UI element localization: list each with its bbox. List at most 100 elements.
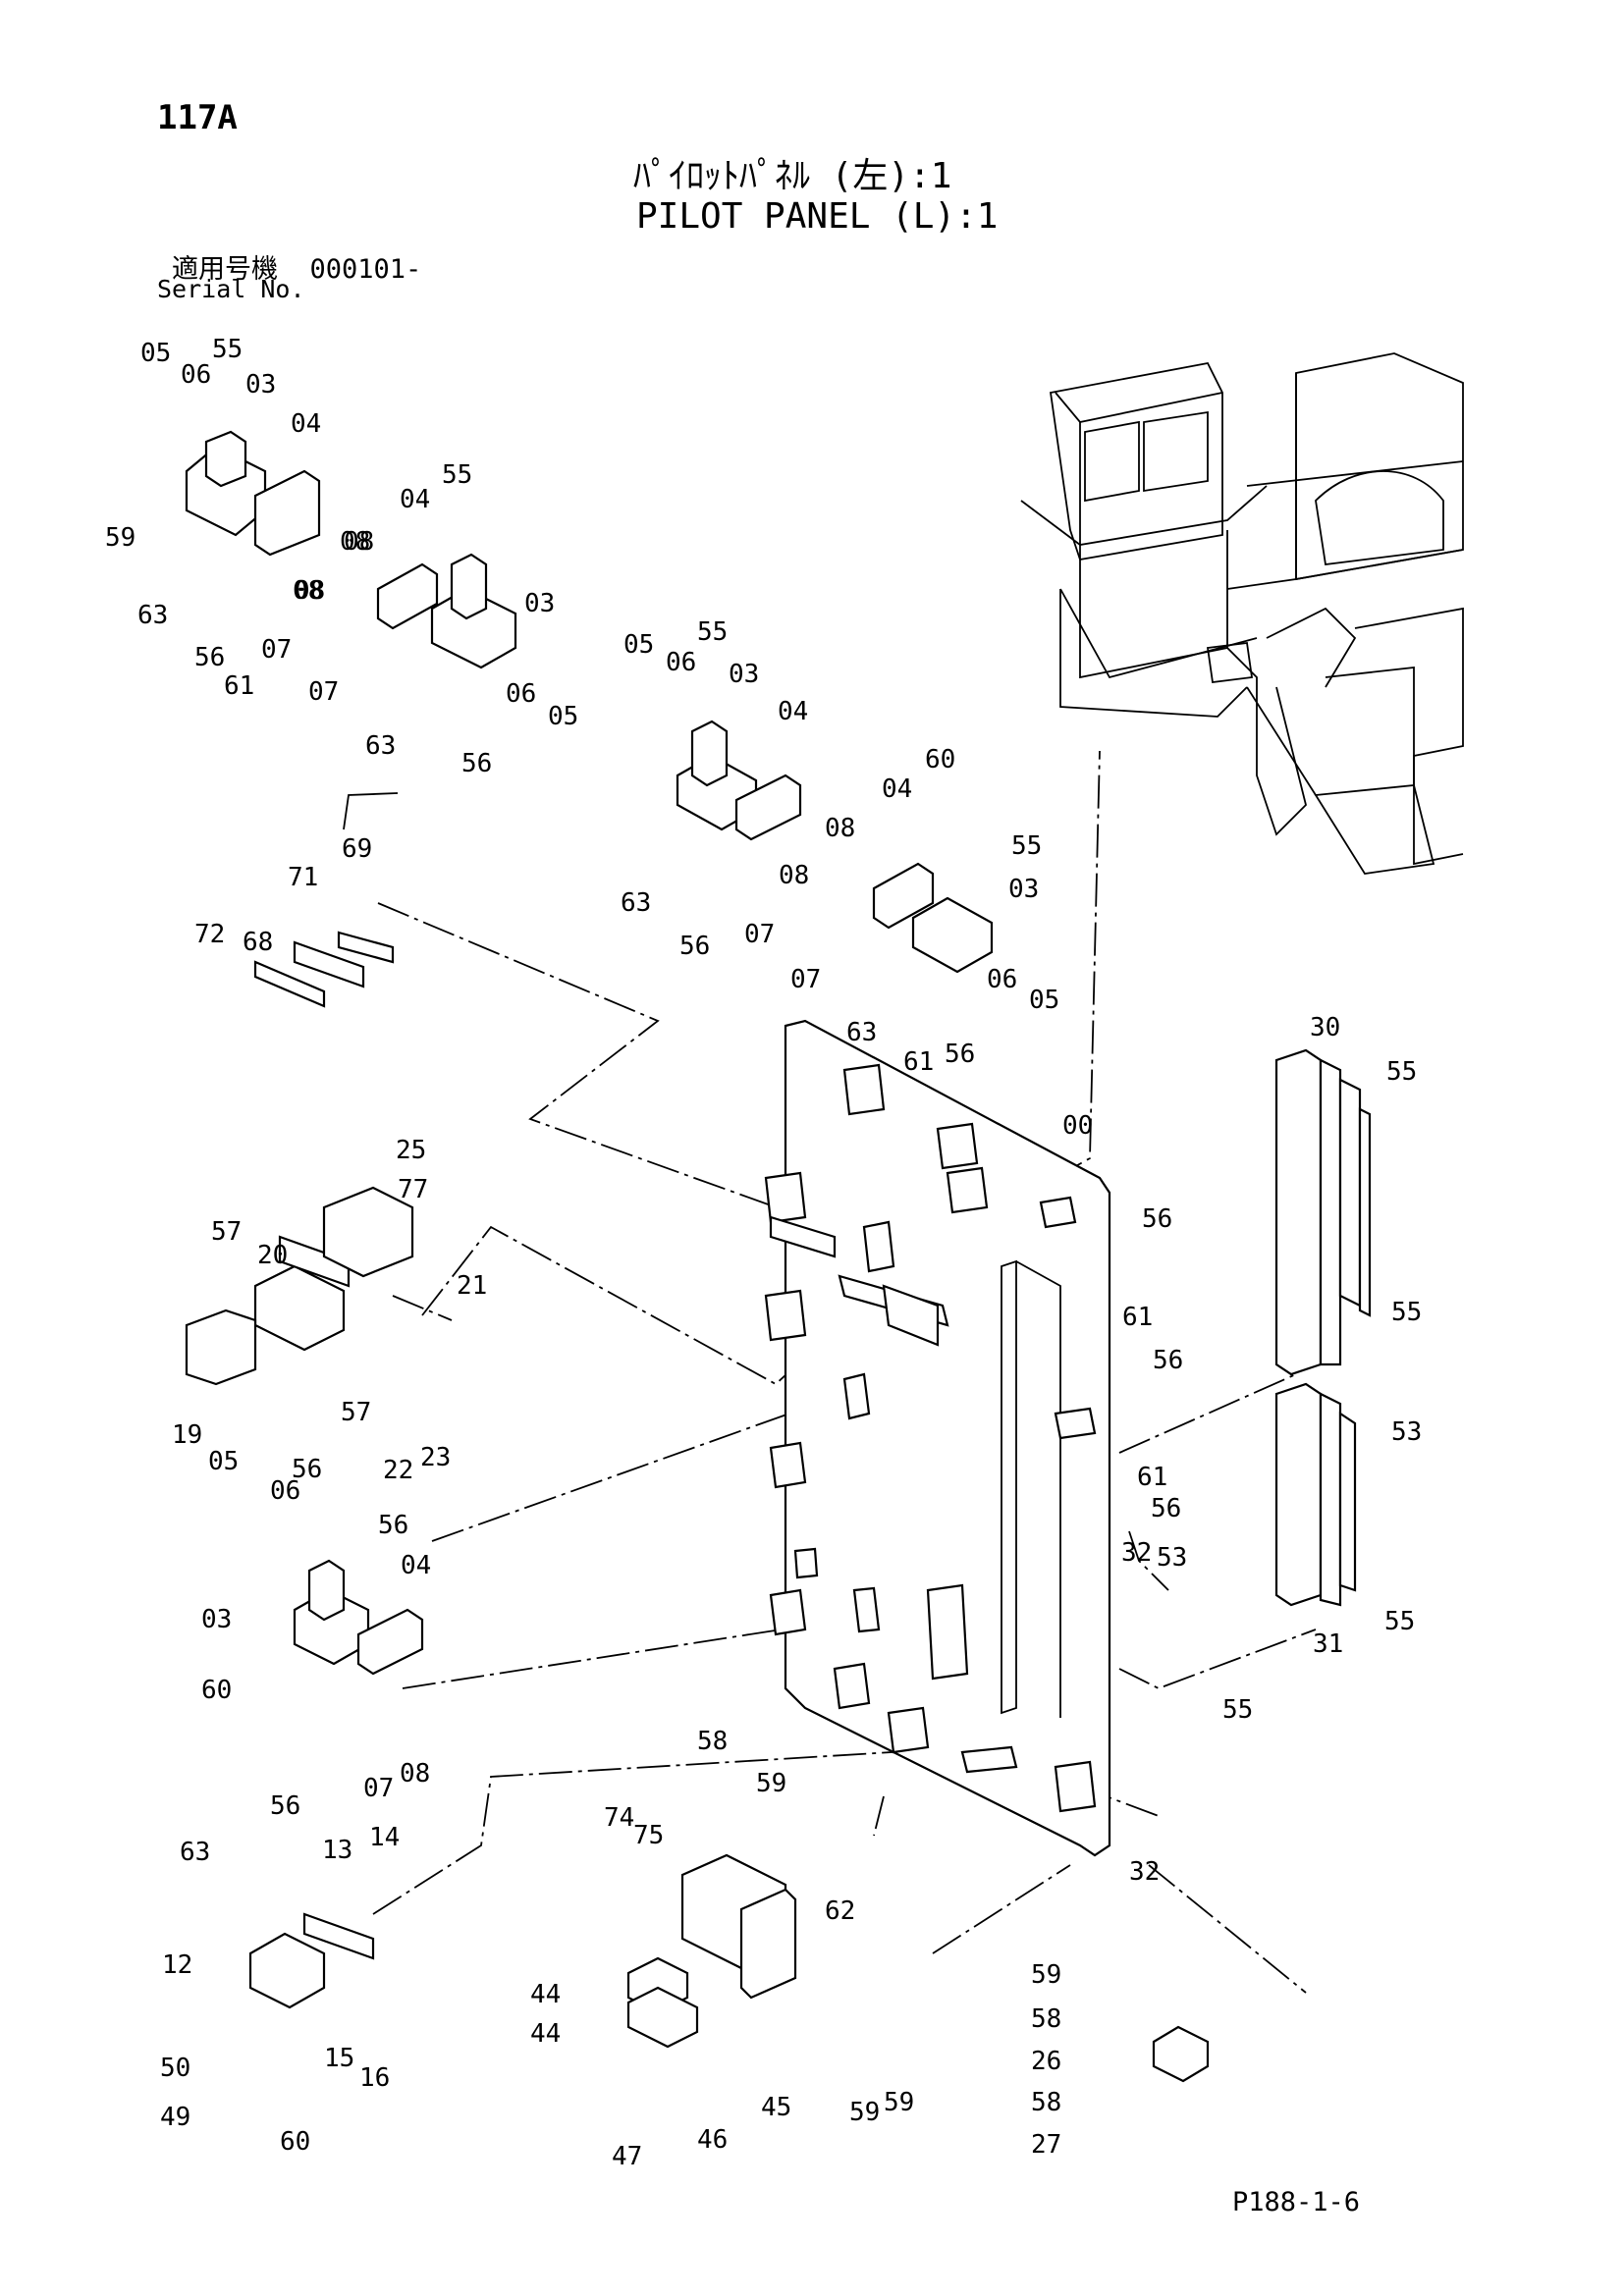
callout-04: 04 bbox=[291, 409, 321, 439]
callout-05: 05 bbox=[140, 339, 171, 368]
callout-05: 05 bbox=[548, 702, 578, 731]
callout-27: 27 bbox=[1031, 2130, 1061, 2160]
callout-08: 08 bbox=[340, 527, 370, 557]
serial-label-jp-text: 適用号機 bbox=[172, 254, 278, 285]
callout-63: 63 bbox=[180, 1838, 210, 1867]
callout-25: 25 bbox=[396, 1136, 426, 1165]
callout-59: 59 bbox=[105, 523, 135, 553]
callout-53: 53 bbox=[1157, 1543, 1187, 1573]
main-panel bbox=[764, 1019, 1111, 1857]
callout-16: 16 bbox=[359, 2063, 390, 2093]
callout-labels: 05 06 55 03 04 59 63 56 61 07 08 08 04 5… bbox=[105, 335, 1422, 2171]
callout-68: 68 bbox=[243, 928, 273, 957]
callout-03: 03 bbox=[245, 370, 276, 400]
callout-57: 57 bbox=[211, 1217, 242, 1247]
solenoid-valve-20 bbox=[185, 1186, 414, 1386]
callout-12: 12 bbox=[162, 1950, 192, 1980]
callout-63: 63 bbox=[137, 601, 168, 630]
callout-56: 56 bbox=[378, 1511, 408, 1540]
callout-57: 57 bbox=[341, 1398, 371, 1427]
callout-21: 21 bbox=[457, 1271, 487, 1301]
callout-75: 75 bbox=[633, 1821, 664, 1850]
callout-47: 47 bbox=[612, 2142, 642, 2171]
callout-74: 74 bbox=[604, 1803, 634, 1833]
callout-26: 26 bbox=[1031, 2047, 1061, 2076]
callout-62: 62 bbox=[825, 1896, 855, 1926]
callout-56: 56 bbox=[945, 1040, 975, 1069]
callout-60: 60 bbox=[201, 1676, 232, 1705]
callout-60: 60 bbox=[280, 2127, 310, 2157]
callout-69: 69 bbox=[342, 834, 372, 864]
callout-06: 06 bbox=[181, 360, 211, 390]
callout-56: 56 bbox=[1151, 1494, 1181, 1523]
callout-20: 20 bbox=[257, 1241, 288, 1270]
callout-56: 56 bbox=[292, 1455, 322, 1484]
valve-block-right bbox=[872, 862, 994, 974]
callout-63: 63 bbox=[846, 1018, 877, 1047]
callout-55: 55 bbox=[1391, 1298, 1422, 1327]
callout-06: 06 bbox=[506, 679, 536, 709]
valve-block-top-middle bbox=[376, 553, 517, 669]
callout-08: 08 bbox=[295, 576, 325, 606]
valve-block-top-left bbox=[185, 430, 321, 557]
title-japanese: ﾊﾟｲﾛｯﾄﾊﾟﾈﾙ (左):1 bbox=[633, 156, 952, 196]
terminal-block-30 bbox=[1274, 1048, 1372, 1376]
callout-03: 03 bbox=[729, 660, 759, 689]
callout-22: 22 bbox=[383, 1456, 413, 1485]
page-number: 117A bbox=[157, 98, 238, 137]
machine-silhouette bbox=[1020, 352, 1464, 875]
valve-block-center bbox=[676, 720, 802, 841]
callout-03: 03 bbox=[524, 589, 555, 618]
callout-03: 03 bbox=[201, 1605, 232, 1634]
callout-05: 05 bbox=[208, 1447, 239, 1476]
terminal-block-31 bbox=[1274, 1382, 1357, 1607]
callout-50: 50 bbox=[160, 2054, 190, 2083]
callout-04: 04 bbox=[882, 774, 912, 804]
callout-55: 55 bbox=[697, 617, 728, 647]
document-reference: P188-1-6 bbox=[1232, 2187, 1361, 2217]
callout-58: 58 bbox=[697, 1727, 728, 1756]
callout-61: 61 bbox=[224, 671, 254, 701]
callout-32: 32 bbox=[1129, 1857, 1160, 1887]
callout-59: 59 bbox=[1031, 1960, 1061, 1990]
callout-05: 05 bbox=[1029, 986, 1059, 1015]
callout-56: 56 bbox=[1153, 1346, 1183, 1375]
callout-08: 08 bbox=[293, 576, 323, 606]
callout-71: 71 bbox=[288, 863, 318, 892]
callout-56: 56 bbox=[1142, 1204, 1172, 1234]
callout-19: 19 bbox=[172, 1420, 202, 1450]
callout-05: 05 bbox=[623, 630, 654, 660]
callout-59: 59 bbox=[756, 1769, 786, 1798]
callout-07: 07 bbox=[744, 920, 775, 949]
callout-61: 61 bbox=[1137, 1463, 1167, 1492]
callout-55: 55 bbox=[1011, 831, 1042, 861]
callout-07: 07 bbox=[790, 965, 821, 994]
callout-30: 30 bbox=[1310, 1013, 1340, 1042]
callout-32: 32 bbox=[1121, 1538, 1152, 1568]
valve-block-lower-left bbox=[293, 1559, 424, 1676]
callout-08: 08 bbox=[825, 814, 855, 843]
serial-label-english: Serial No. bbox=[157, 275, 305, 303]
callout-06: 06 bbox=[666, 648, 696, 677]
callout-58: 58 bbox=[1031, 2088, 1061, 2117]
callout-77: 77 bbox=[398, 1175, 428, 1204]
callout-08: 08 bbox=[779, 861, 809, 890]
callout-56: 56 bbox=[270, 1791, 300, 1821]
callout-03: 03 bbox=[1008, 875, 1039, 904]
valve-block-12 bbox=[248, 1912, 375, 2009]
callout-61: 61 bbox=[903, 1047, 934, 1077]
callout-55: 55 bbox=[1386, 1057, 1417, 1087]
bracket-68-71 bbox=[253, 931, 395, 1008]
callout-72: 72 bbox=[194, 920, 225, 949]
callout-08: 08 bbox=[344, 527, 374, 557]
serial-label-japanese: 適用号機 000101- bbox=[172, 247, 421, 286]
callout-15: 15 bbox=[324, 2044, 354, 2073]
callout-56: 56 bbox=[679, 932, 710, 961]
callout-60: 60 bbox=[925, 745, 955, 774]
callout-49: 49 bbox=[160, 2103, 190, 2132]
callout-58: 58 bbox=[1031, 2004, 1061, 2034]
callout-06: 06 bbox=[987, 965, 1017, 994]
callout-14: 14 bbox=[369, 1823, 400, 1852]
callout-08: 08 bbox=[400, 1759, 430, 1789]
